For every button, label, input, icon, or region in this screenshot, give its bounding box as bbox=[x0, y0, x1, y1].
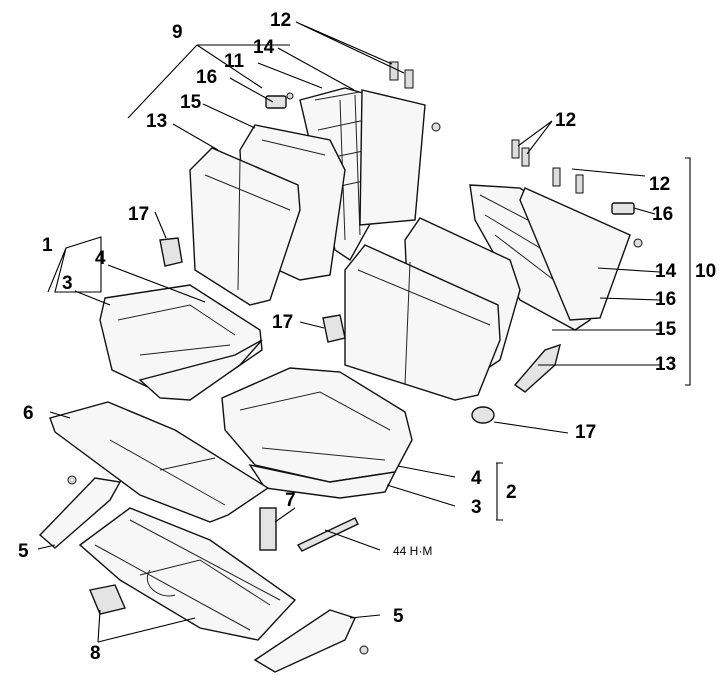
callout-5-left: 5 bbox=[18, 541, 29, 562]
callout-17-lower: 17 bbox=[575, 422, 596, 443]
callout-12-top: 12 bbox=[270, 10, 291, 31]
callout-17-left: 17 bbox=[128, 204, 149, 225]
right-headrest-bracket bbox=[611, 202, 635, 215]
support-rod bbox=[296, 517, 359, 552]
callout-17-center: 17 bbox=[272, 312, 293, 333]
right-seatback-cushion bbox=[344, 244, 501, 401]
callout-1: 1 bbox=[42, 235, 53, 256]
callout-16-right: 16 bbox=[652, 204, 673, 225]
lower-hinge-cover bbox=[471, 406, 495, 424]
callout-3-bottom: 3 bbox=[471, 497, 482, 518]
callout-9: 9 bbox=[172, 22, 183, 43]
callout-11: 11 bbox=[224, 51, 245, 72]
callout-3-top: 3 bbox=[62, 273, 73, 294]
right-hinge-lever bbox=[513, 343, 561, 393]
hinge-brackets bbox=[67, 475, 369, 655]
callout-14-right: 14 bbox=[655, 261, 677, 282]
callout-2: 2 bbox=[506, 482, 517, 503]
callout-16-left: 16 bbox=[196, 67, 217, 88]
torque-label: 44 H·M bbox=[393, 544, 432, 558]
callout-5-right: 5 bbox=[393, 606, 404, 627]
callout-8: 8 bbox=[90, 643, 101, 664]
callout-16-lower: 16 bbox=[655, 289, 676, 310]
callout-4-bottom: 4 bbox=[471, 468, 482, 489]
callout-10: 10 bbox=[695, 261, 716, 282]
left-headrest-bracket bbox=[265, 92, 294, 109]
center-hinge-cover bbox=[322, 314, 346, 343]
callout-labels: 9 12 14 11 16 15 13 12 12 16 14 10 16 15… bbox=[18, 10, 716, 664]
callout-6: 6 bbox=[23, 403, 34, 424]
left-seatback-cover-panel bbox=[359, 89, 426, 226]
leader-lines bbox=[37, 21, 691, 643]
seat-frame bbox=[78, 507, 297, 641]
callout-12-mid: 12 bbox=[555, 110, 576, 131]
callout-13-right: 13 bbox=[655, 354, 676, 375]
left-hinge-cover bbox=[159, 237, 183, 267]
callout-15-right: 15 bbox=[655, 319, 677, 340]
right-seatback-bolts bbox=[511, 139, 643, 248]
callout-4-top: 4 bbox=[95, 248, 106, 269]
seat-belt-buckle bbox=[259, 507, 277, 551]
right-seat-cushion bbox=[221, 367, 413, 483]
callout-15-left: 15 bbox=[180, 92, 202, 113]
callout-13-left: 13 bbox=[146, 111, 167, 132]
right-seatback-cover-panel bbox=[519, 187, 631, 321]
callout-14-left: 14 bbox=[253, 37, 275, 58]
left-seatback-bolts bbox=[389, 61, 441, 132]
left-seatback-cushion bbox=[189, 147, 301, 306]
callout-7: 7 bbox=[285, 490, 296, 511]
left-seat-cushion-cover bbox=[138, 339, 263, 401]
seat-pan bbox=[49, 401, 270, 523]
right-trim-cover bbox=[253, 609, 356, 673]
callout-12-right: 12 bbox=[649, 174, 670, 195]
